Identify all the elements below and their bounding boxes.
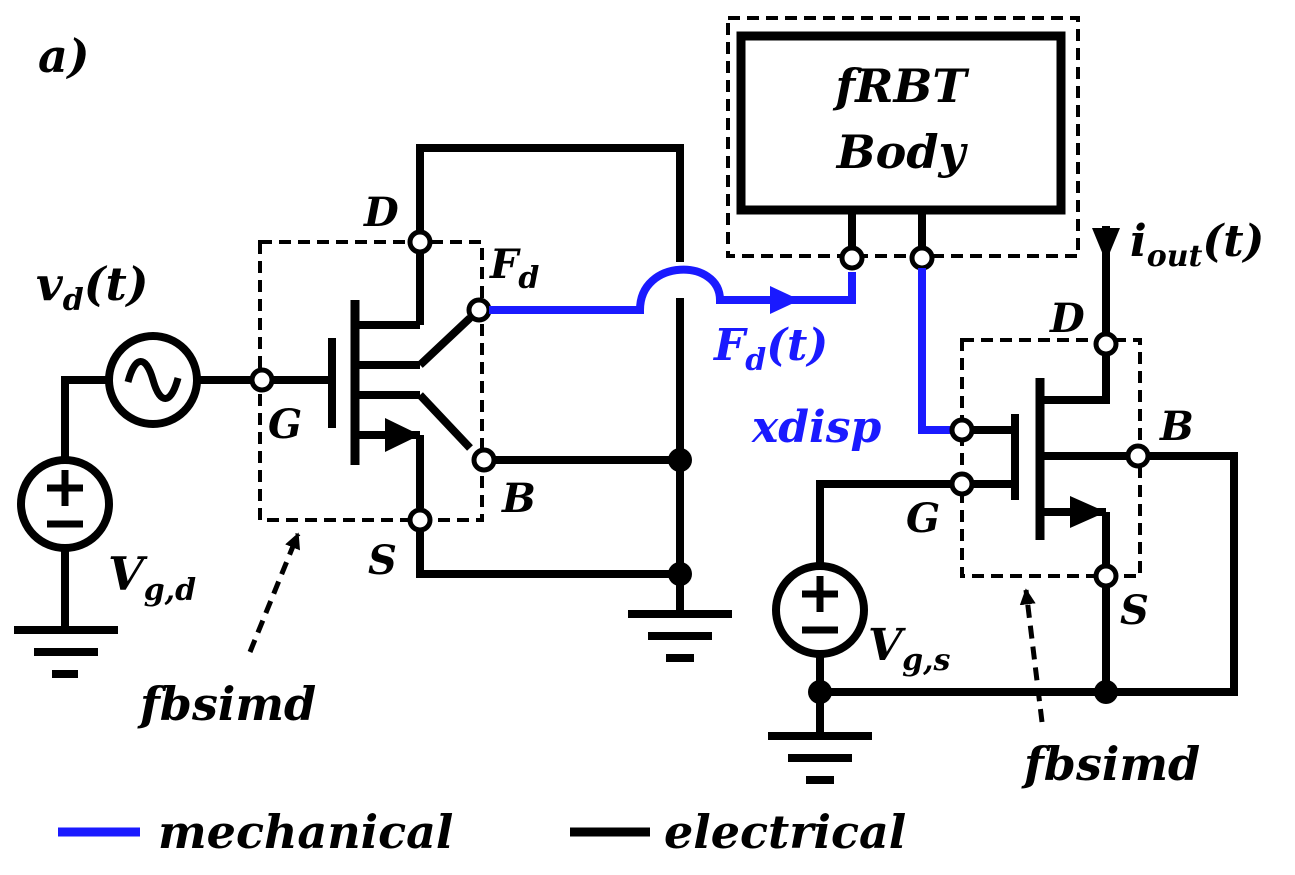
left-terminal-s-label: S bbox=[368, 537, 397, 584]
arrow-icon bbox=[770, 286, 800, 314]
left-junction-body bbox=[668, 448, 692, 472]
left-terminal-g-label: G bbox=[268, 401, 302, 448]
ground-icon bbox=[14, 626, 118, 678]
right-terminal-s-pin bbox=[1093, 563, 1119, 589]
left-terminal-b-pin bbox=[471, 447, 497, 473]
panel-label: a) bbox=[38, 29, 90, 83]
resonator-body-box bbox=[736, 31, 1066, 215]
right-terminal-b-label: B bbox=[1159, 403, 1194, 450]
right-terminal-d-pin bbox=[1093, 331, 1119, 357]
legend-electrical-label: electrical bbox=[664, 805, 906, 859]
left-bias-label: Vg,d bbox=[108, 547, 196, 608]
dc-source-icon bbox=[17, 456, 113, 552]
ground-icon bbox=[628, 610, 732, 662]
left-mosfet bbox=[328, 250, 473, 508]
left-terminal-fd-pin bbox=[466, 297, 492, 323]
ac-source-icon bbox=[105, 332, 201, 428]
right-terminal-g-label: G bbox=[906, 495, 940, 542]
right-terminals bbox=[949, 331, 1151, 589]
legend: mechanical electrical bbox=[58, 805, 906, 859]
resonator-disp-pin bbox=[909, 245, 935, 271]
resonator-disp-label: xdisp bbox=[751, 402, 881, 453]
right-junction-ground bbox=[808, 680, 832, 704]
right-terminal-g-pin bbox=[949, 471, 975, 497]
resonator-pin-leads bbox=[848, 210, 926, 248]
resonator-force-label: Fd(t) bbox=[712, 320, 828, 378]
legend-mechanical-label: mechanical bbox=[158, 805, 453, 859]
left-force-label: Fd bbox=[489, 241, 539, 296]
output-current-label: iout(t) bbox=[1130, 216, 1264, 274]
right-terminal-b-pin bbox=[1125, 443, 1151, 469]
right-mosfet bbox=[972, 378, 1128, 566]
right-mechanical-wire bbox=[918, 268, 952, 434]
left-terminal-g-pin bbox=[249, 367, 275, 393]
right-terminal-d-label: D bbox=[1049, 295, 1085, 342]
left-model-pointer bbox=[247, 532, 301, 653]
left-junction-source bbox=[668, 562, 692, 586]
right-terminal-xdisp-pin bbox=[949, 417, 975, 443]
left-terminals bbox=[249, 229, 497, 533]
dc-source-icon bbox=[772, 562, 868, 658]
right-model-pointer bbox=[1019, 588, 1045, 723]
resonator-outer-box bbox=[726, 16, 1080, 258]
right-model-name: fbsimd bbox=[1021, 737, 1200, 791]
resonator-force-pin bbox=[839, 245, 865, 271]
right-terminal-s-label: S bbox=[1120, 587, 1149, 634]
right-bias-label: Vg,s bbox=[868, 620, 951, 678]
left-terminal-b-label: B bbox=[501, 475, 536, 522]
resonator-title-line1: fRBT bbox=[832, 59, 970, 113]
resonator-title-line2: Body bbox=[835, 125, 969, 179]
left-model-name: fbsimd bbox=[137, 677, 316, 731]
left-source-label: vd(t) bbox=[36, 257, 149, 318]
left-mechanical-wire bbox=[489, 265, 856, 314]
right-circuit bbox=[816, 226, 1238, 738]
left-terminal-s-pin bbox=[407, 507, 433, 533]
ground-icon bbox=[768, 732, 872, 784]
left-terminal-d-pin bbox=[407, 229, 433, 255]
left-terminal-d-label: D bbox=[363, 189, 399, 236]
right-junction-source bbox=[1094, 680, 1118, 704]
arrow-icon bbox=[1092, 228, 1120, 262]
